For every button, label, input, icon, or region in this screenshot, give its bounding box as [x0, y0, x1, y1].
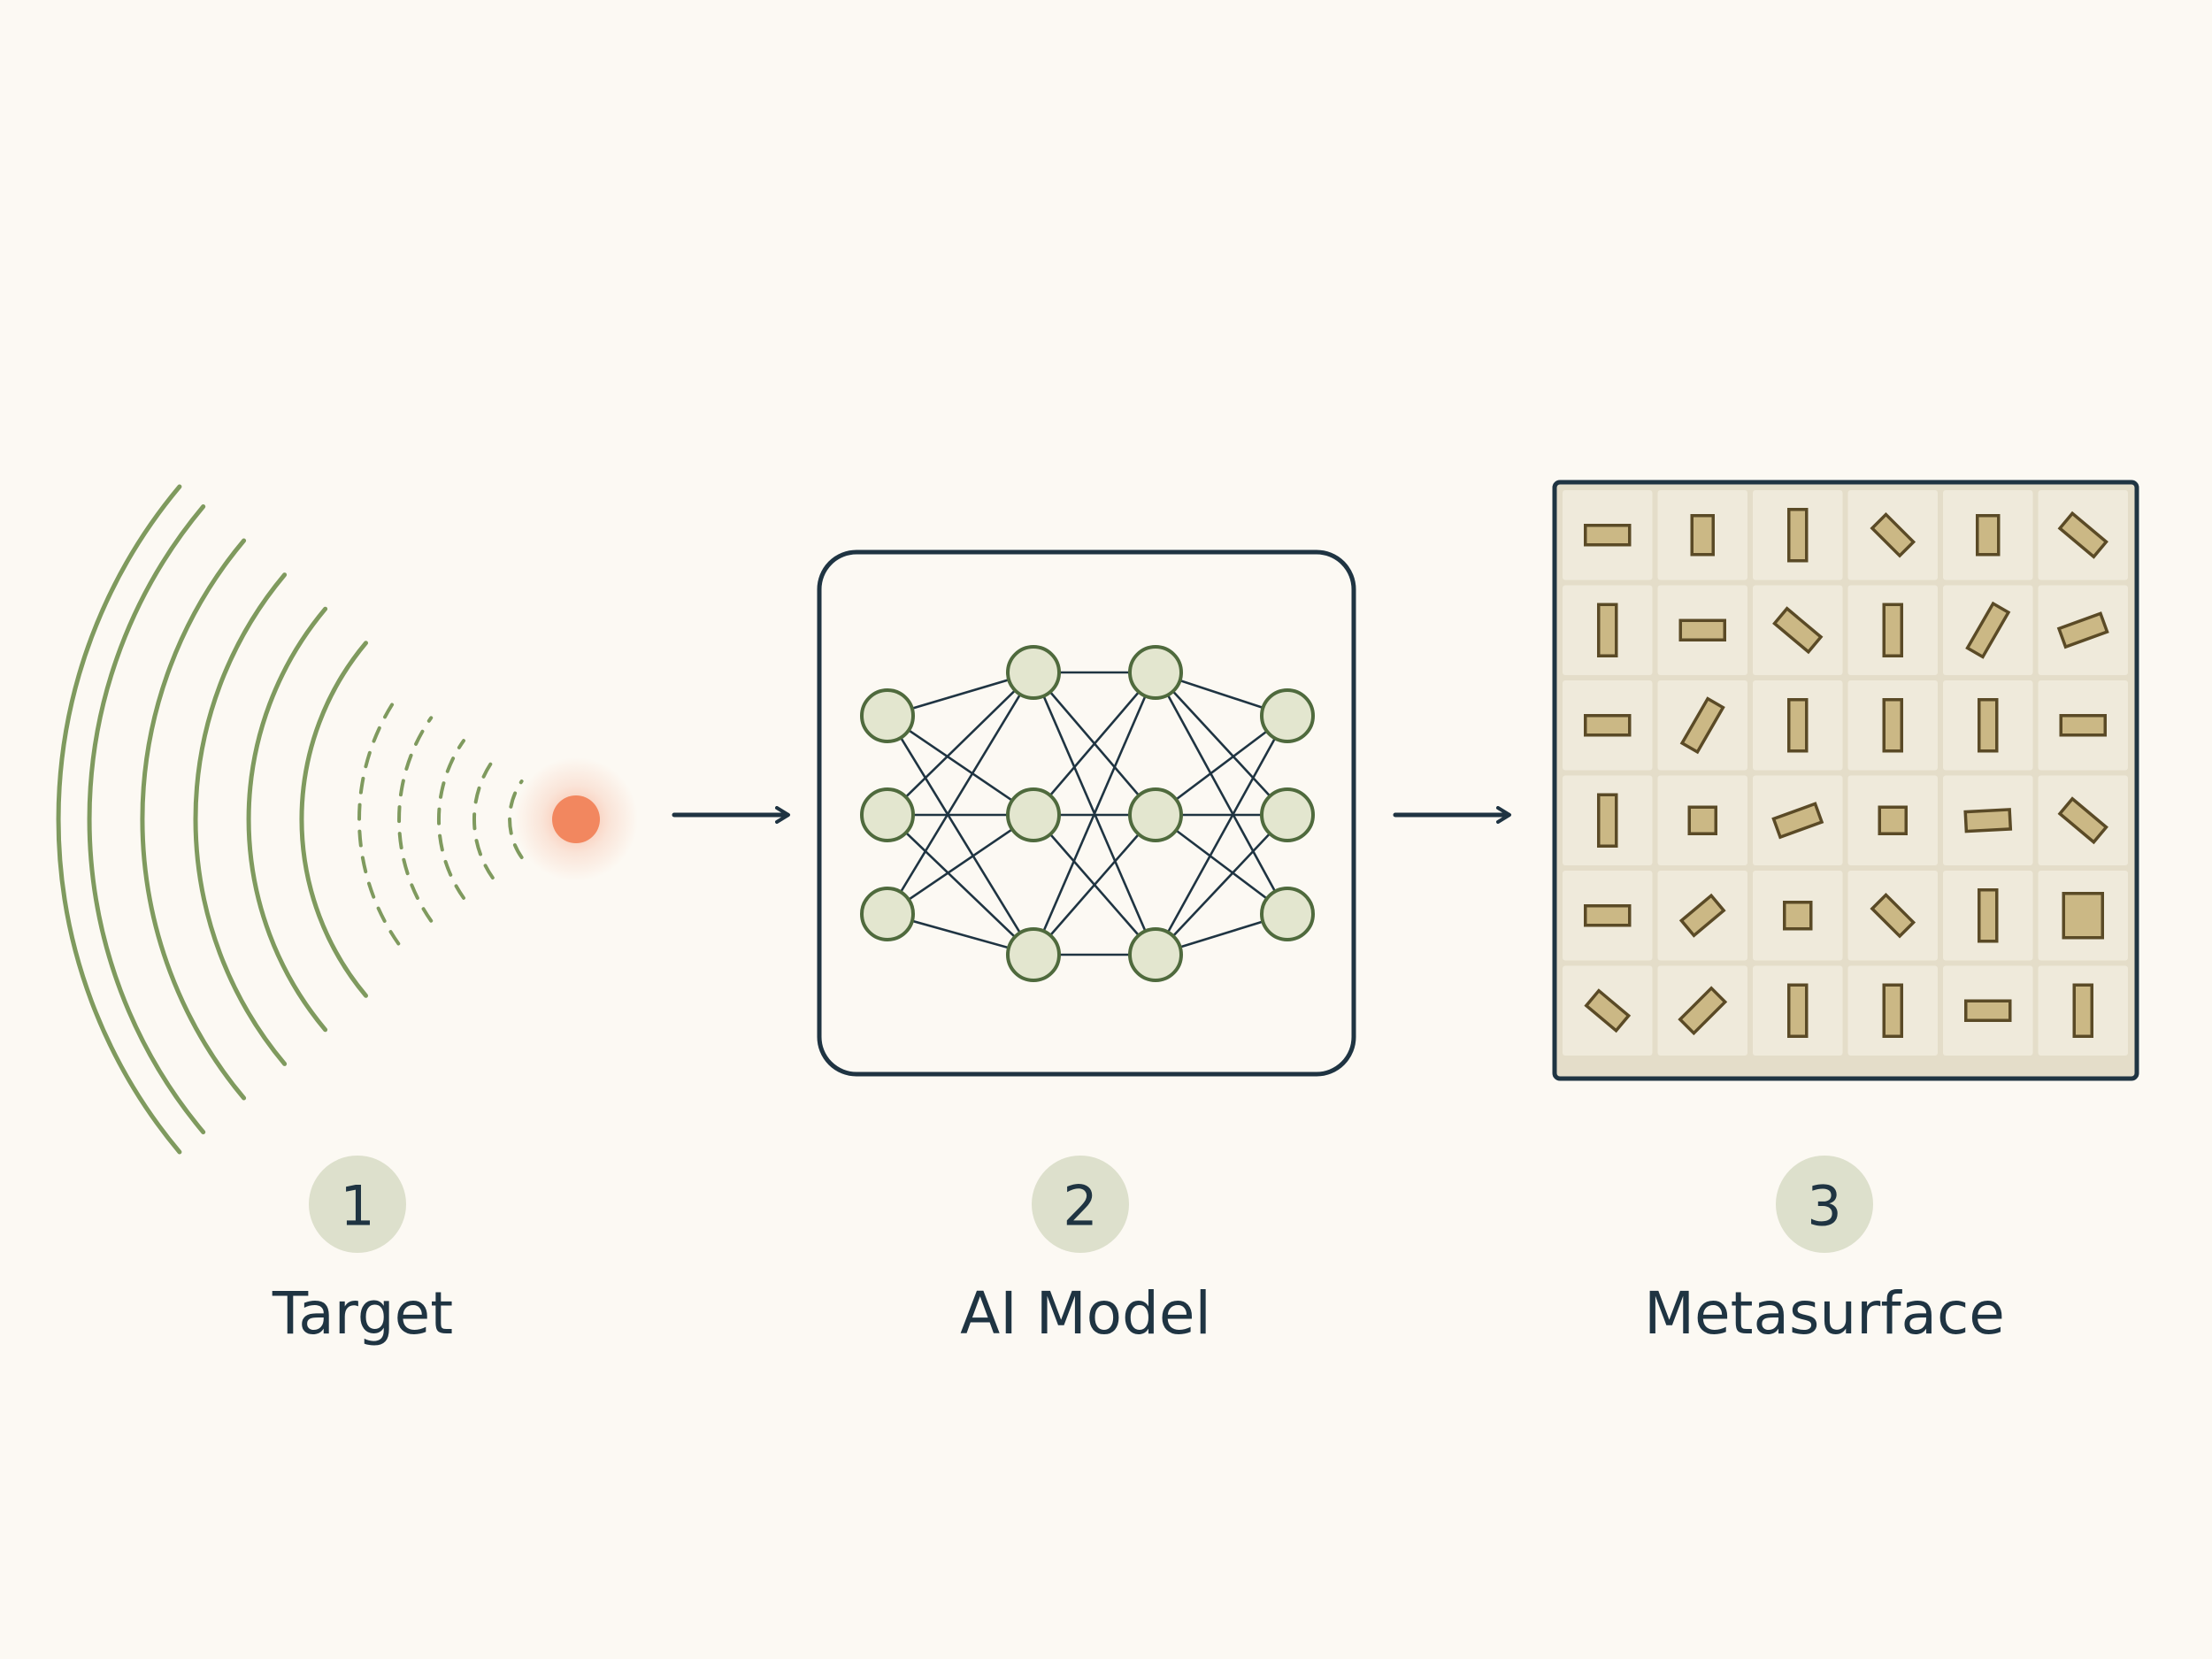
network-nodes	[860, 645, 1315, 982]
step-1-badge	[309, 1156, 406, 1253]
wave-arc	[193, 572, 288, 1066]
network-edge	[1154, 672, 1289, 915]
model-frame	[817, 549, 1356, 1077]
meta-atom	[1787, 698, 1809, 753]
meta-atom	[1584, 988, 1632, 1033]
meta-atom	[1870, 511, 1916, 558]
network-edge	[1033, 814, 1156, 956]
ai-model-box	[817, 549, 1356, 1077]
network-node	[1260, 887, 1315, 941]
wave-arcs	[56, 484, 524, 1155]
meta-atom	[1878, 805, 1908, 835]
meta-atom	[1678, 893, 1726, 938]
network-node	[1128, 787, 1183, 842]
meta-atom	[1679, 696, 1725, 755]
meta-atom	[1783, 901, 1813, 931]
network-node	[860, 787, 915, 842]
meta-atom	[2062, 892, 2104, 940]
network-node	[860, 688, 915, 743]
network-node	[860, 887, 915, 941]
source-point	[552, 795, 600, 843]
meta-atom	[1787, 508, 1809, 563]
network-node	[1006, 787, 1061, 842]
meta-atom	[1772, 606, 1824, 655]
wave-arc	[299, 641, 368, 998]
network-node	[1128, 927, 1183, 982]
near-field-arc	[472, 759, 495, 879]
near-field-arc	[397, 716, 434, 923]
meta-atom	[2056, 611, 2109, 649]
meta-atom	[1978, 888, 1999, 943]
step-2-label: AI Model	[960, 1279, 1211, 1348]
wave-arc	[246, 606, 328, 1033]
meta-atom	[2057, 511, 2108, 559]
wave-arc	[56, 484, 182, 1155]
network-edge	[1155, 714, 1288, 817]
meta-atom	[1882, 698, 1903, 753]
step-1-number: 1	[340, 1174, 374, 1239]
network-edge	[887, 813, 1034, 916]
network-node	[1006, 927, 1061, 982]
step-3-label: Metasurface	[1644, 1279, 2005, 1348]
network-edge	[1155, 672, 1288, 816]
meta-atom	[1597, 793, 1618, 848]
step-3: 3 Metasurface	[1644, 1156, 2005, 1348]
meta-atom	[2059, 714, 2107, 737]
network-edge	[887, 714, 1034, 817]
network-edge	[887, 672, 1034, 816]
meta-atom	[1882, 603, 1903, 657]
meta-atom	[1964, 999, 2012, 1022]
meta-atom	[1965, 601, 2011, 659]
step-1-label: Target	[272, 1279, 453, 1348]
network-edge	[1155, 814, 1288, 956]
network-node	[1128, 645, 1183, 700]
meta-atom	[2057, 796, 2108, 845]
network-edge	[1155, 813, 1288, 916]
network-edge	[886, 672, 1035, 915]
meta-atom	[1678, 986, 1728, 1036]
wave-arc	[140, 538, 247, 1101]
network-edge	[887, 814, 1034, 956]
meta-atom	[1690, 514, 1715, 557]
meta-atom	[1870, 892, 1916, 939]
metasurface-grid	[1552, 480, 2139, 1081]
wave-arc	[87, 504, 206, 1134]
meta-atom	[1978, 698, 1999, 753]
network-edge	[1154, 715, 1289, 956]
metasurface-cells	[1563, 490, 2128, 1056]
meta-atom	[1584, 524, 1632, 547]
near-field-arc	[437, 739, 465, 900]
near-field-arc	[357, 693, 401, 946]
meta-atom	[1687, 805, 1717, 835]
meta-atom	[1787, 983, 1809, 1038]
meta-atom	[1882, 983, 1903, 1038]
network-node	[1260, 688, 1315, 743]
meta-atom	[1678, 618, 1726, 641]
meta-atom	[1584, 714, 1632, 737]
meta-atom	[1963, 808, 2013, 833]
step-2: 2 AI Model	[960, 1156, 1211, 1348]
meta-atom	[2072, 983, 2093, 1038]
target-wave-source	[56, 484, 638, 1155]
step-2-number: 2	[1063, 1174, 1097, 1239]
meta-atom	[1976, 514, 2001, 557]
network-edge	[886, 715, 1035, 956]
network-edge	[1033, 672, 1156, 816]
meta-atom	[1597, 603, 1618, 657]
network-node	[1006, 645, 1061, 700]
step-3-badge	[1776, 1156, 1873, 1253]
network-node	[1260, 787, 1315, 842]
meta-atom	[1771, 802, 1824, 840]
near-field-arc	[508, 780, 524, 859]
step-1: 1 Target	[272, 1156, 453, 1348]
meta-atom	[1584, 904, 1632, 927]
step-2-badge	[1032, 1156, 1129, 1253]
step-3-number: 3	[1807, 1174, 1841, 1239]
network-edge	[1032, 672, 1157, 956]
